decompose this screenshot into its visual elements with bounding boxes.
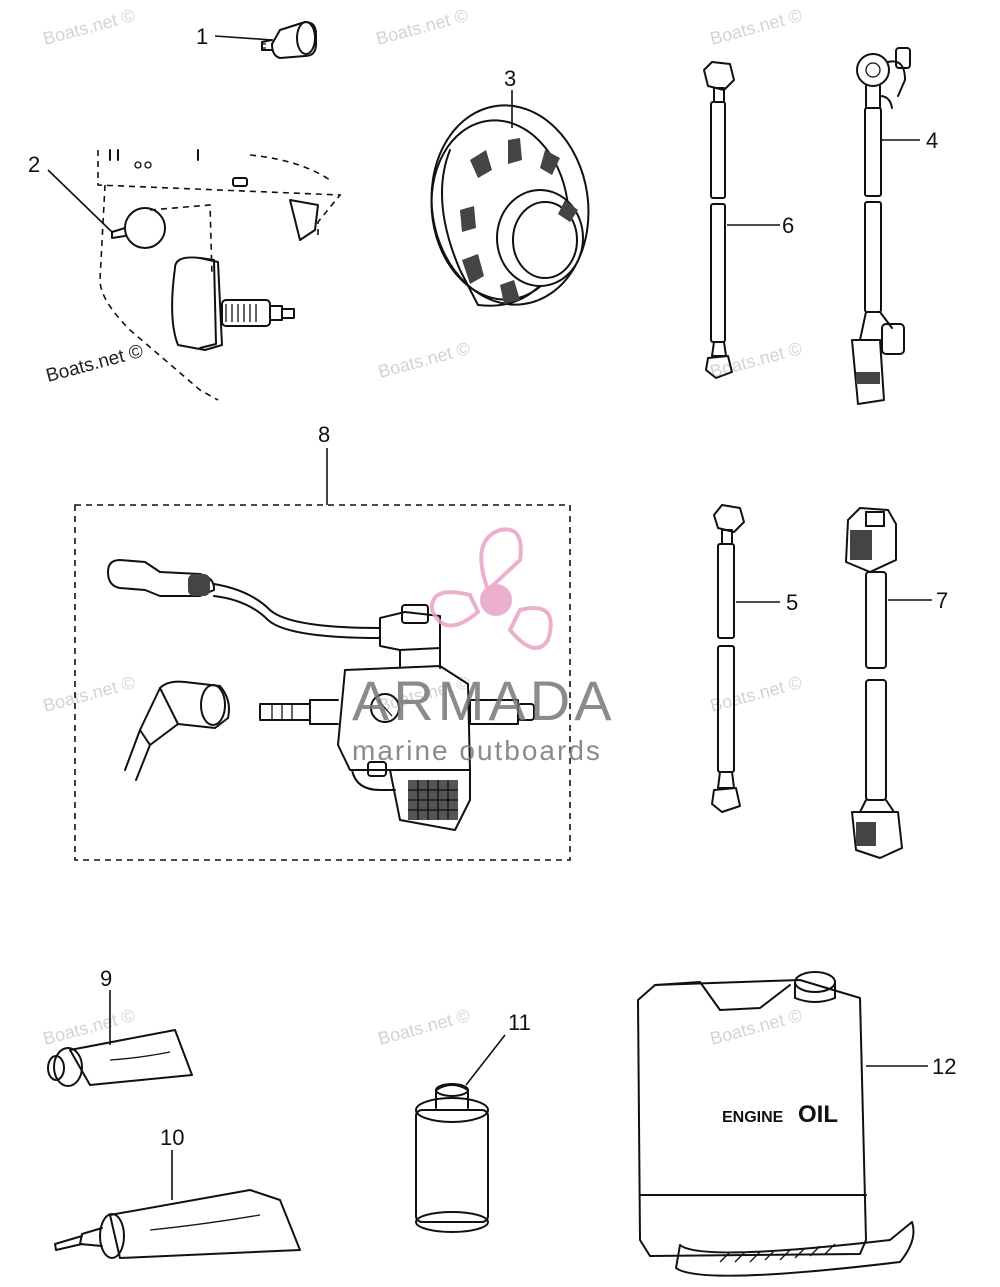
watermark: Boats.net © bbox=[374, 5, 470, 49]
part-2-lower-unit-anode[interactable] bbox=[97, 149, 342, 401]
brand-logo: ARMADA marine outboards bbox=[352, 527, 616, 766]
brand-name: ARMADA bbox=[352, 669, 616, 732]
callout-10: 10 bbox=[160, 1125, 184, 1150]
callout-7: 7 bbox=[936, 588, 948, 613]
part-11-can[interactable] bbox=[415, 1083, 489, 1233]
part-9-grease-tube[interactable] bbox=[47, 1029, 193, 1087]
leader-2 bbox=[47, 169, 113, 233]
watermark: Boats.net © bbox=[708, 672, 804, 716]
callout-9: 9 bbox=[100, 966, 112, 991]
leader-11 bbox=[465, 1034, 506, 1086]
watermark: Boats.net © bbox=[41, 672, 137, 716]
can-label-engine: ENGINE bbox=[722, 1109, 784, 1126]
callout-3: 3 bbox=[504, 66, 516, 91]
part-7-connector-lead[interactable] bbox=[845, 507, 903, 859]
watermark: Boats.net © bbox=[708, 5, 804, 49]
part-8-sensor-assembly[interactable] bbox=[74, 504, 571, 861]
part-6-sensor-lead[interactable] bbox=[703, 61, 735, 379]
watermark: Boats.net © bbox=[376, 1005, 472, 1049]
part-4-wiring-harness[interactable] bbox=[851, 47, 911, 405]
watermark: Boats.net © bbox=[708, 1005, 804, 1049]
propeller-blade bbox=[479, 527, 523, 594]
part-1-plug[interactable] bbox=[261, 21, 317, 59]
watermark: Boats.net © bbox=[41, 1005, 137, 1049]
propeller-blade bbox=[507, 606, 553, 650]
propeller-blade bbox=[429, 590, 481, 628]
callout-8: 8 bbox=[318, 422, 330, 447]
callout-4: 4 bbox=[926, 128, 938, 153]
part-3-impeller-gear[interactable] bbox=[419, 95, 601, 315]
can-label-oil: OIL bbox=[798, 1101, 838, 1128]
part-5-sensor-lead[interactable] bbox=[711, 504, 745, 813]
assembly-box bbox=[74, 504, 571, 861]
watermark: Boats.net © bbox=[41, 5, 137, 49]
propeller-hub bbox=[480, 584, 512, 616]
callout-1: 1 bbox=[196, 24, 208, 49]
leader-1 bbox=[214, 35, 273, 41]
watermarks: Boats.net © Boats.net © Boats.net © Boat… bbox=[41, 5, 804, 1049]
brand-tagline: marine outboards bbox=[352, 735, 602, 766]
callout-5: 5 bbox=[786, 590, 798, 615]
watermark-dark: Boats.net © bbox=[44, 341, 146, 387]
watermark: Boats.net © bbox=[376, 338, 472, 382]
callout-12: 12 bbox=[932, 1054, 956, 1079]
callout-6: 6 bbox=[782, 213, 794, 238]
callout-2: 2 bbox=[28, 152, 40, 177]
part-12-oil-container[interactable]: ENGINE OIL bbox=[637, 971, 915, 1277]
callout-11: 11 bbox=[508, 1010, 531, 1035]
part-10-grease-tube[interactable] bbox=[54, 1189, 301, 1259]
